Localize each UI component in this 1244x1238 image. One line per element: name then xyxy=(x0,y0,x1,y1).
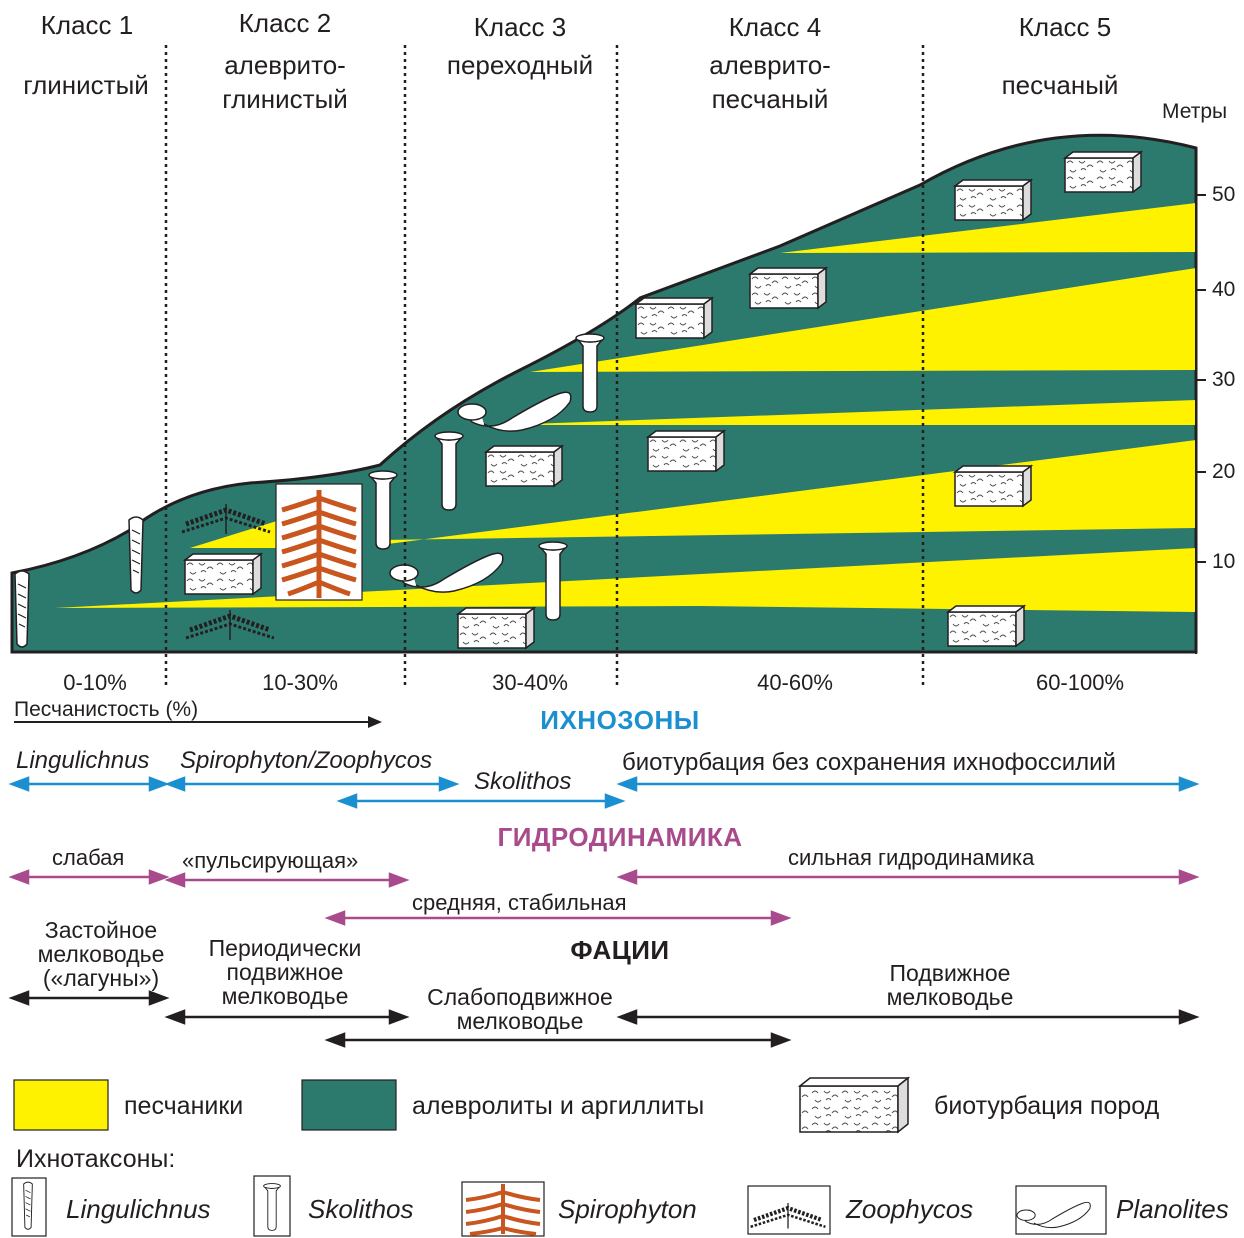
legend-siltstone-label: алевролиты и аргиллиты xyxy=(412,1092,705,1120)
class-5-lithology: песчаный xyxy=(1001,70,1119,100)
facies-weakly-mobile-line2: мелководье xyxy=(456,1008,584,1034)
legend-taxon-skolithos: Skolithos xyxy=(308,1194,414,1224)
bioturbation-block xyxy=(1064,151,1142,193)
facies-header: ФАЦИИ xyxy=(570,935,670,965)
bioturbation-block xyxy=(184,553,262,595)
facies-mobile: Подвижное мелководье xyxy=(860,961,1040,1009)
bioturbation-block xyxy=(947,605,1025,647)
bioturbation-block xyxy=(485,445,563,487)
class-1-lithology: глинистый xyxy=(23,70,149,100)
sand-wedge-top xyxy=(780,203,1196,253)
facies-arrows xyxy=(8,990,1200,1048)
hydro-strong: сильная гидродинамика xyxy=(788,845,1035,870)
sand-wedge-upper2 xyxy=(500,400,1196,425)
hydro-weak: слабая xyxy=(52,845,125,870)
facies-weakly-mobile: Слабоподвижное мелководье xyxy=(400,985,640,1033)
sandiness-arrow xyxy=(14,716,382,728)
facies-stagnant-line2: мелководье xyxy=(37,941,165,967)
spirophyton-figure xyxy=(275,483,363,601)
class-4-lithology-line1: алеврито- xyxy=(709,50,831,80)
legend-bioturbation-swatch xyxy=(797,1076,911,1134)
ichnozone-bioturbation: биотурбация без сохранения ихнофоссилий xyxy=(622,749,1116,776)
legend-planolites-icon xyxy=(1015,1185,1107,1235)
axis-label: Метры xyxy=(1162,100,1228,123)
axis-tick-10: 10 xyxy=(1212,550,1236,573)
class-dividers xyxy=(164,45,925,685)
facies-stagnant: Застойное мелководье («лагуны») xyxy=(16,918,186,990)
axis-tick-50: 50 xyxy=(1212,183,1236,206)
sand-lens-class2 xyxy=(190,520,280,548)
ichnozone-arrows xyxy=(8,776,1200,809)
bioturbation-block xyxy=(647,430,725,472)
axis-tick-30: 30 xyxy=(1212,368,1236,391)
class-5-title: Класс 5 xyxy=(1018,12,1112,42)
class-3-lithology: переходный xyxy=(446,50,594,80)
hydro-arrows xyxy=(8,869,1200,926)
facies-stagnant-line3: («лагуны») xyxy=(42,965,160,991)
hydro-pulsating: «пульсирующая» xyxy=(182,848,359,873)
legend-sandstone-swatch xyxy=(13,1079,109,1131)
sandiness-range-1: 0-10% xyxy=(63,670,127,695)
sandiness-range-4: 40-60% xyxy=(757,670,833,695)
legend-taxon-zoophycos: Zoophycos xyxy=(846,1194,974,1224)
facies-weakly-mobile-line1: Слабоподвижное xyxy=(427,984,613,1010)
class-2-lithology-line1: алеврито- xyxy=(224,50,346,80)
sandiness-range-2: 10-30% xyxy=(262,670,338,695)
class-4-lithology-line2: песчаный xyxy=(711,84,829,114)
sand-wedge-upper1 xyxy=(530,268,1196,372)
bioturbation-block xyxy=(954,465,1032,507)
facies-periodic: Периодически подвижное мелководье xyxy=(185,936,385,1008)
legend-skolithos-icon xyxy=(253,1175,291,1237)
facies-periodic-line1: Периодически xyxy=(208,935,362,961)
legend-taxon-lingulichnus: Lingulichnus xyxy=(66,1194,211,1224)
legend-siltstone-swatch xyxy=(301,1079,397,1131)
facies-mobile-line1: Подвижное xyxy=(889,960,1011,986)
bioturbation-block xyxy=(457,607,535,649)
bioturbation-block xyxy=(749,267,827,309)
sandiness-range-3: 30-40% xyxy=(492,670,568,695)
class-2-title: Класс 2 xyxy=(238,8,332,38)
sandiness-label: Песчанистость (%) xyxy=(14,698,199,721)
bioturbation-block xyxy=(635,297,713,339)
facies-periodic-line2: подвижное xyxy=(226,959,344,985)
facies-stagnant-line1: Застойное xyxy=(44,917,158,943)
axis-tick-40: 40 xyxy=(1212,278,1236,301)
legend-taxon-planolites: Planolites xyxy=(1116,1194,1229,1224)
class-4-title: Класс 4 xyxy=(728,12,822,42)
axis-tick-20: 20 xyxy=(1212,460,1236,483)
ichnozone-spirophyton-zoophycos: Spirophyton/Zoophycos xyxy=(180,747,433,774)
hydrodynamics-header: ГИДРОДИНАМИКА xyxy=(497,822,743,852)
class-2-lithology-line2: глинистый xyxy=(222,84,348,114)
hydro-medium-stable: средняя, стабильная xyxy=(412,890,627,915)
ichnotaxa-label: Ихнотаксоны: xyxy=(16,1145,176,1173)
lingulichnus-figure xyxy=(128,516,144,594)
legend-zoophycos-icon xyxy=(747,1185,831,1235)
ichnozone-lingulichnus: Lingulichnus xyxy=(16,747,150,774)
facies-mobile-line2: мелководье xyxy=(886,984,1014,1010)
class-1-title: Класс 1 xyxy=(40,10,134,40)
ichnozone-skolithos: Skolithos xyxy=(474,768,572,795)
bioturbation-block xyxy=(954,179,1032,221)
legend-spirophyton-icon xyxy=(461,1181,545,1237)
sandiness-range-5: 60-100% xyxy=(1035,670,1125,695)
ichnozones-header: ИХНОЗОНЫ xyxy=(540,705,700,735)
legend-lingulichnus-icon xyxy=(11,1177,47,1237)
class-3-title: Класс 3 xyxy=(473,12,567,42)
legend-taxon-spirophyton: Spirophyton xyxy=(558,1194,697,1224)
facies-periodic-line3: мелководье xyxy=(221,983,349,1009)
legend-sandstone-label: песчаники xyxy=(124,1092,244,1120)
lingulichnus-figure xyxy=(14,570,30,648)
meters-axis xyxy=(1195,148,1206,654)
legend-bioturbation-label: биотурбация пород xyxy=(934,1092,1160,1120)
